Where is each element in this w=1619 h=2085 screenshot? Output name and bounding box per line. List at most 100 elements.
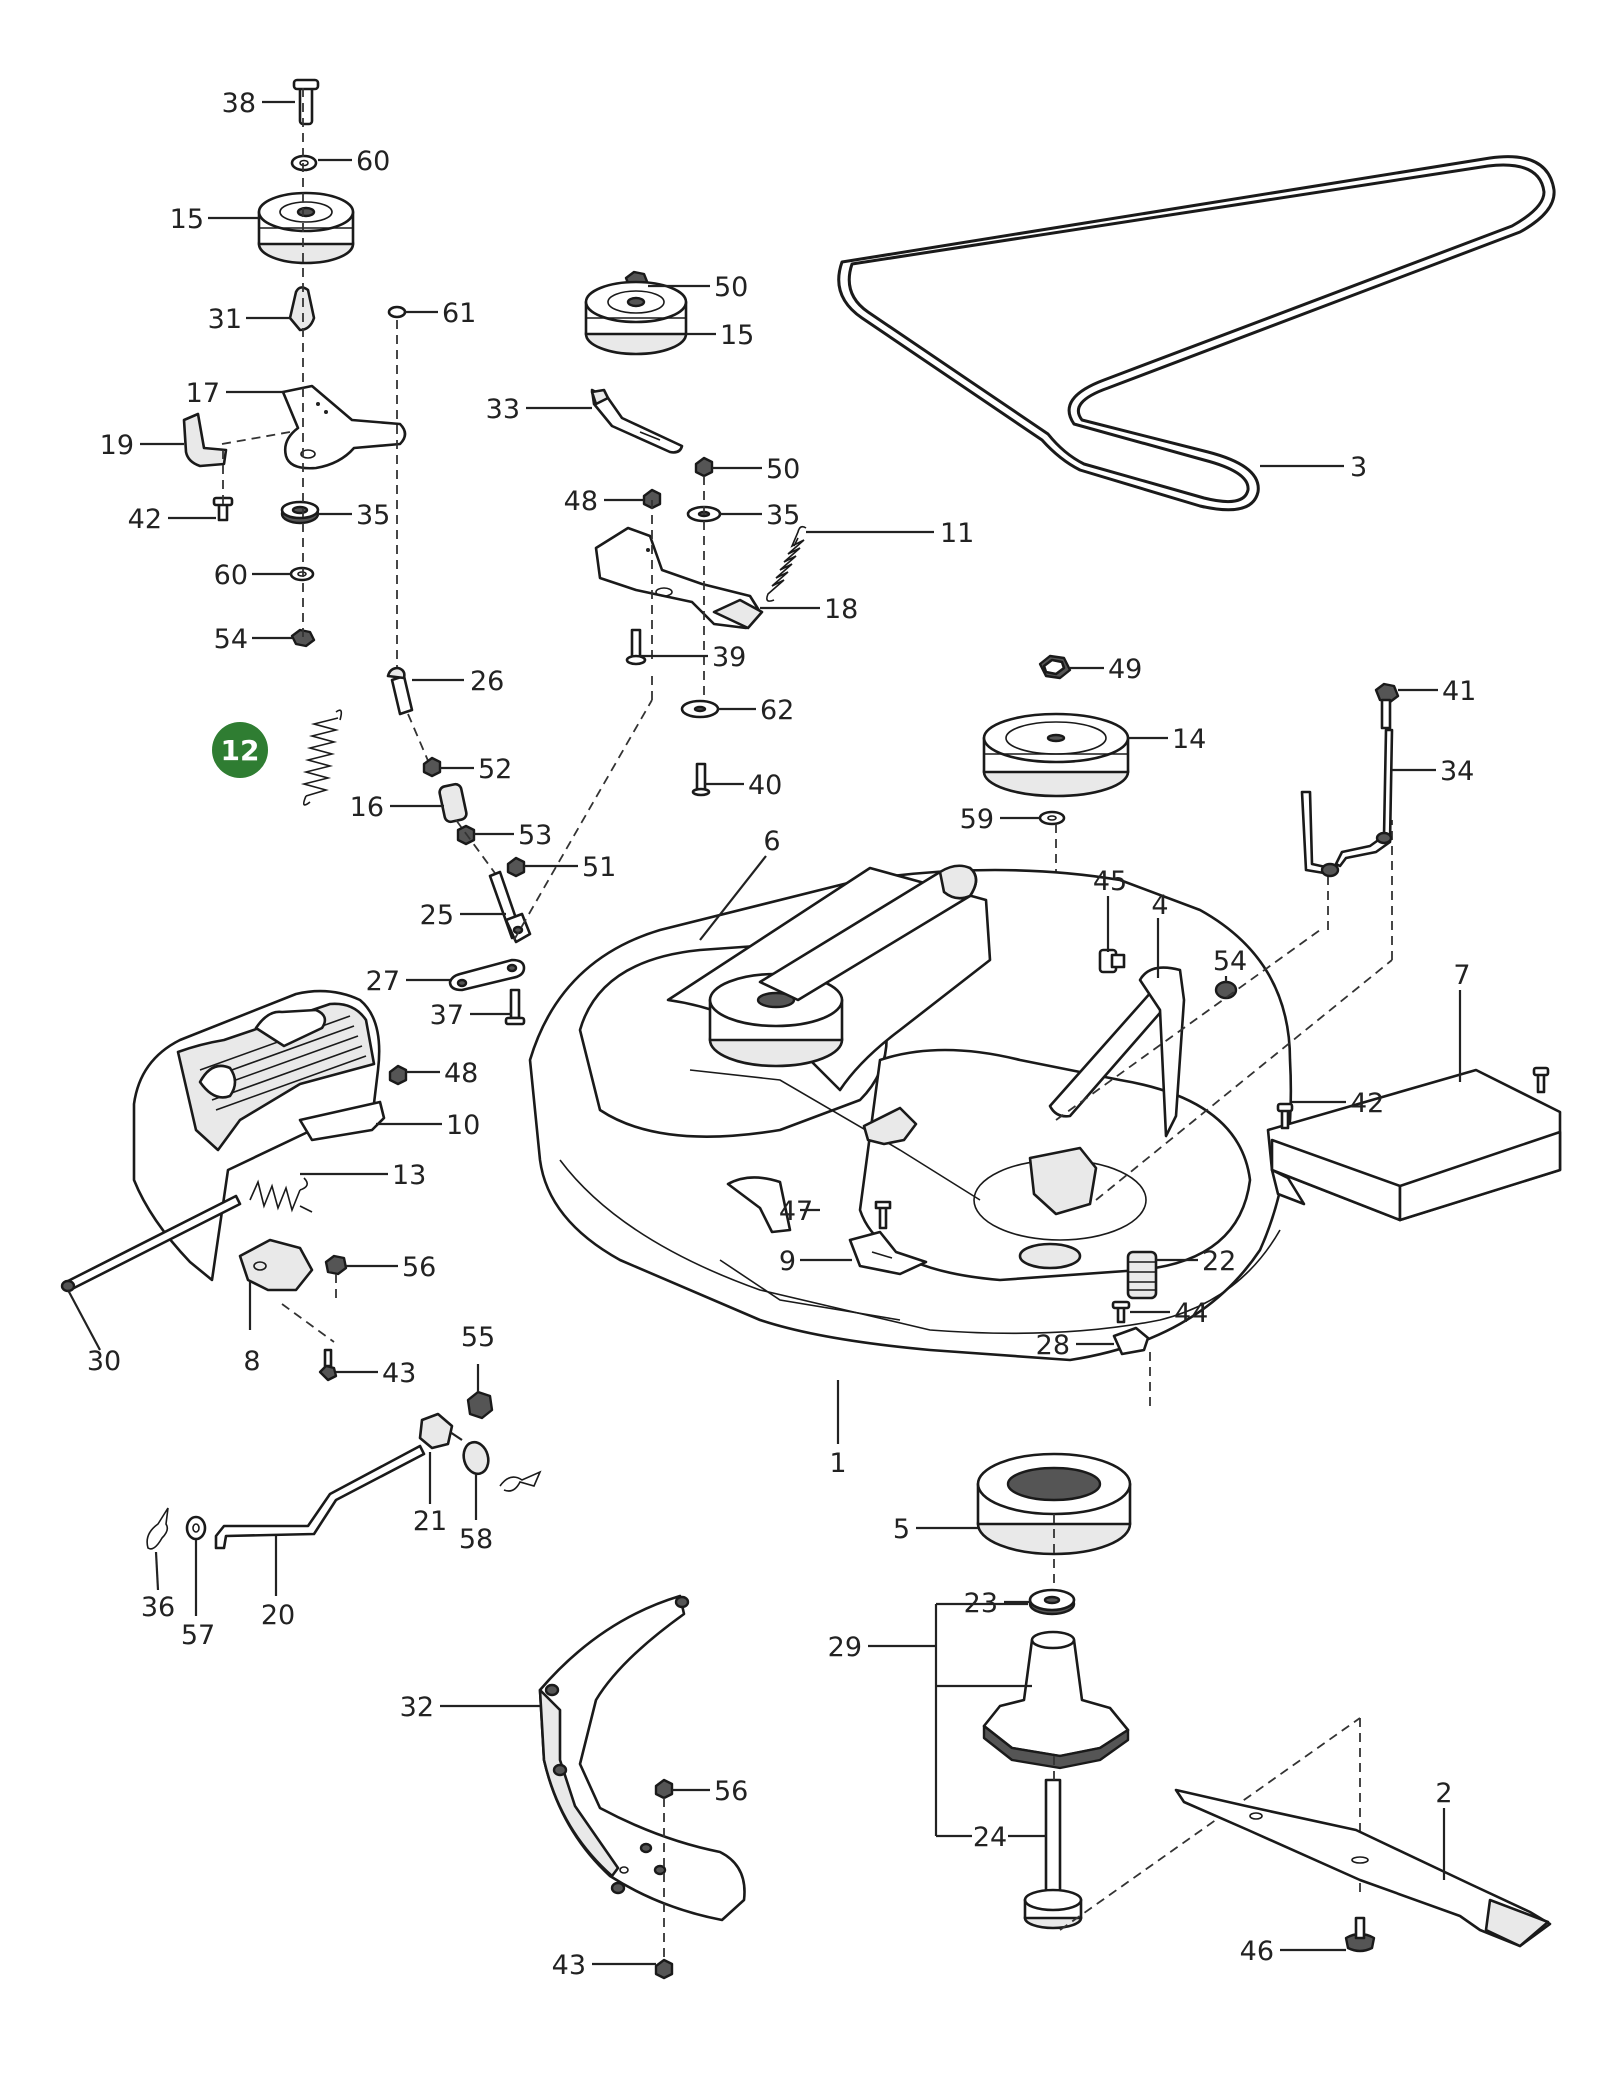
nut-51 [506, 856, 526, 878]
callout-60-a: 60 [356, 146, 390, 177]
callout-46: 46 [1240, 1936, 1274, 1967]
callout-24: 24 [973, 1822, 1007, 1853]
spring-bracket-19 [182, 412, 228, 468]
callout-15-a: 15 [170, 204, 204, 235]
callout-18: 18 [824, 594, 858, 625]
washer-57 [185, 1515, 207, 1541]
callout-19: 19 [100, 430, 134, 461]
callout-7: 7 [1453, 960, 1470, 991]
lift-arm-6 [758, 864, 978, 1002]
callout-17: 17 [186, 378, 220, 409]
callout-40: 40 [748, 770, 782, 801]
callout-34: 34 [1440, 756, 1474, 787]
bolt-39 [625, 628, 647, 666]
callout-60-b: 60 [214, 560, 248, 591]
callout-16: 16 [350, 792, 384, 823]
callout-33: 33 [486, 394, 520, 425]
callout-14: 14 [1172, 724, 1206, 755]
lift-rod-34 [1300, 728, 1394, 878]
callout-48-a: 48 [564, 486, 598, 517]
callout-37: 37 [430, 1000, 464, 1031]
blade-2 [1174, 1788, 1552, 1948]
spring-12-highlighted [300, 709, 343, 806]
nut-56-chute [324, 1254, 348, 1276]
bearing-23 [1028, 1588, 1076, 1616]
callout-27: 27 [366, 966, 400, 997]
washer-60-top [290, 154, 318, 172]
callout-6: 6 [763, 826, 780, 857]
shield-7 [1266, 1068, 1562, 1222]
nut-50-mid [694, 456, 714, 478]
washer-60-lower [289, 566, 315, 582]
idler-pulley-15-center [584, 280, 688, 356]
nut-48-center [642, 488, 662, 510]
callout-9: 9 [779, 1246, 796, 1277]
drive-belt [837, 155, 1556, 512]
callout-48-b: 48 [444, 1058, 478, 1089]
callout-31: 31 [208, 304, 242, 335]
callout-1: 1 [829, 1448, 846, 1479]
nut-52 [422, 756, 442, 778]
sleeve-16 [438, 782, 468, 824]
washer-62 [680, 699, 720, 719]
bolt-45 [1098, 948, 1126, 974]
callout-47: 47 [779, 1196, 813, 1227]
rod-end-25 [488, 870, 532, 944]
callout-45: 45 [1093, 866, 1127, 897]
callout-5: 5 [893, 1514, 910, 1545]
callout-4: 4 [1151, 890, 1168, 921]
bracket-9 [848, 1230, 928, 1276]
bracket-33 [590, 388, 684, 454]
callout-53: 53 [518, 820, 552, 851]
callout-28: 28 [1036, 1330, 1070, 1361]
hinge-bracket-8 [238, 1238, 314, 1292]
callout-59: 59 [960, 804, 994, 835]
callout-43-a: 43 [382, 1358, 416, 1389]
callout-21: 21 [413, 1506, 447, 1537]
callout-15-b: 15 [720, 320, 754, 351]
callout-29: 29 [828, 1632, 862, 1663]
nut-56-baffle [654, 1778, 674, 1800]
callout-50-a: 50 [714, 272, 748, 303]
callout-42-a: 42 [128, 504, 162, 535]
callout-2: 2 [1435, 1778, 1452, 1809]
bolt-42-shield-left [1276, 1102, 1294, 1130]
callout-25: 25 [420, 900, 454, 931]
bracket-28 [1112, 1326, 1150, 1356]
callout-3: 3 [1350, 452, 1367, 483]
idler-arm-17 [281, 384, 407, 470]
highlight-label: 12 [221, 734, 260, 767]
discharge-chute-10 [132, 989, 386, 1282]
callout-10: 10 [446, 1110, 480, 1141]
callout-57: 57 [181, 1620, 215, 1651]
pivot-bracket-deck [862, 1106, 918, 1146]
callout-13: 13 [392, 1160, 426, 1191]
spindle-housing-29 [982, 1630, 1130, 1770]
spring-22 [1126, 1250, 1158, 1300]
callout-35-a: 35 [356, 500, 390, 531]
bolt-37 [504, 988, 526, 1026]
callout-55: 55 [461, 1322, 495, 1353]
callout-43-b: 43 [552, 1950, 586, 1981]
callout-50-b: 50 [766, 454, 800, 485]
blade-bolt-46 [1344, 1916, 1376, 1953]
callout-58: 58 [459, 1524, 493, 1555]
spring-13 [249, 1177, 313, 1213]
callout-26: 26 [470, 666, 504, 697]
bolt-44 [1111, 1300, 1131, 1324]
callout-38: 38 [222, 88, 256, 119]
nut-48-chute [388, 1064, 408, 1086]
lift-arm-4 [1048, 966, 1186, 1138]
bolt-40 [691, 762, 711, 797]
bolt-41 [1374, 682, 1400, 730]
pulley-14 [982, 712, 1130, 798]
bolt-38 [292, 78, 320, 126]
callout-52: 52 [478, 754, 512, 785]
pivot-rod-30 [60, 1194, 242, 1293]
callout-22: 22 [1202, 1246, 1236, 1277]
callout-56-b: 56 [714, 1776, 748, 1807]
hairpin-36 [146, 1507, 169, 1550]
washer-61 [387, 305, 407, 319]
callout-51: 51 [582, 852, 616, 883]
